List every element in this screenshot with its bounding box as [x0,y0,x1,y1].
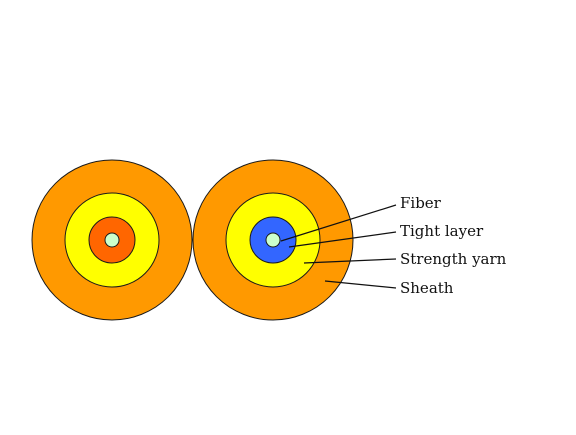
tight-layer-label: Tight layer [400,222,484,240]
tight-layer-leader-line [288,231,397,248]
leader-lines [280,204,397,289]
sheath-leader-line [324,280,397,289]
right-fiber [265,232,281,248]
left-cable [31,159,193,321]
fiber-leader-line [280,204,397,242]
right-cable [192,159,354,321]
strength-yarn-leader-line [303,258,397,264]
strength-yarn-label: Strength yarn [400,250,507,268]
fiber-label: Fiber [400,194,442,212]
callout-labels: Fiber Tight layer Strength yarn Sheath [400,194,507,297]
sheath-label: Sheath [400,279,454,297]
left-fiber [104,232,120,248]
